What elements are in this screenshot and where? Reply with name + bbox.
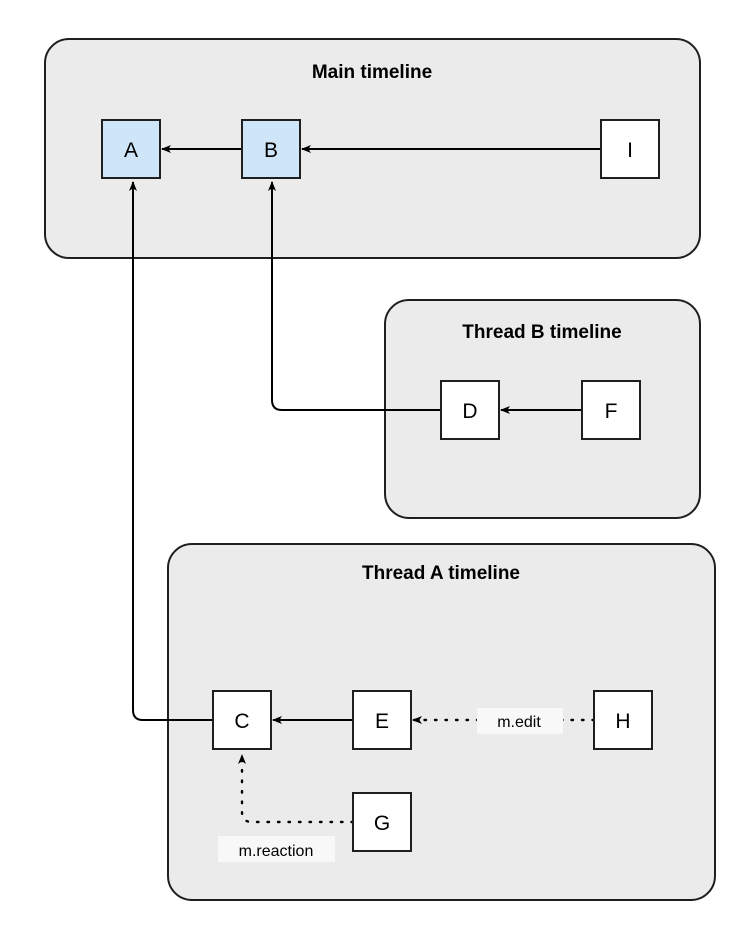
edge-h-to-e: m.edit (411, 708, 596, 734)
node-g-label: G (374, 812, 390, 835)
node-f-box[interactable] (581, 380, 641, 440)
edge-d-to-b-path (268, 181, 441, 411)
node-h[interactable]: H (593, 690, 653, 750)
edge-g-to-c: m.reaction (218, 753, 355, 862)
node-a-label: A (124, 139, 138, 162)
node-b[interactable]: B (241, 119, 301, 179)
edge-h-to-e-label: m.edit (497, 714, 541, 731)
node-c-box[interactable] (212, 690, 272, 750)
node-c[interactable]: C (212, 690, 272, 750)
node-f-label: F (605, 400, 618, 423)
container-thread-b-timeline-title: Thread B timeline (462, 322, 621, 343)
node-h-box[interactable] (593, 690, 653, 750)
node-i-box[interactable] (600, 119, 660, 179)
edge-g-to-c-path (238, 753, 355, 824)
container-thread-a-timeline-box (167, 543, 716, 901)
node-e-label: E (375, 710, 389, 733)
node-d-label: D (462, 400, 477, 423)
node-d[interactable]: D (440, 380, 500, 440)
node-b-label: B (264, 139, 278, 162)
node-g[interactable]: G (352, 792, 412, 852)
container-main-timeline-title: Main timeline (312, 62, 432, 83)
edge-g-to-c-label: m.reaction (239, 843, 314, 860)
node-i-label: I (627, 139, 633, 162)
container-thread-a-timeline: Thread A timeline (167, 543, 716, 901)
edge-d-to-b (268, 181, 441, 411)
node-d-box[interactable] (440, 380, 500, 440)
node-e-box[interactable] (352, 690, 412, 750)
edge-c-to-a (129, 181, 213, 721)
node-a-box[interactable] (101, 119, 161, 179)
node-i[interactable]: I (600, 119, 660, 179)
node-b-box[interactable] (241, 119, 301, 179)
container-thread-a-timeline-title: Thread A timeline (362, 563, 520, 584)
node-g-box[interactable] (352, 792, 412, 852)
edge-c-to-a-path (129, 181, 213, 721)
node-f[interactable]: F (581, 380, 641, 440)
node-e[interactable]: E (352, 690, 412, 750)
edge-h-to-e-label-backdrop (477, 708, 563, 734)
edge-g-to-c-label-backdrop (218, 836, 335, 862)
node-c-label: C (234, 710, 249, 733)
node-h-label: H (615, 710, 630, 733)
node-a[interactable]: A (101, 119, 161, 179)
